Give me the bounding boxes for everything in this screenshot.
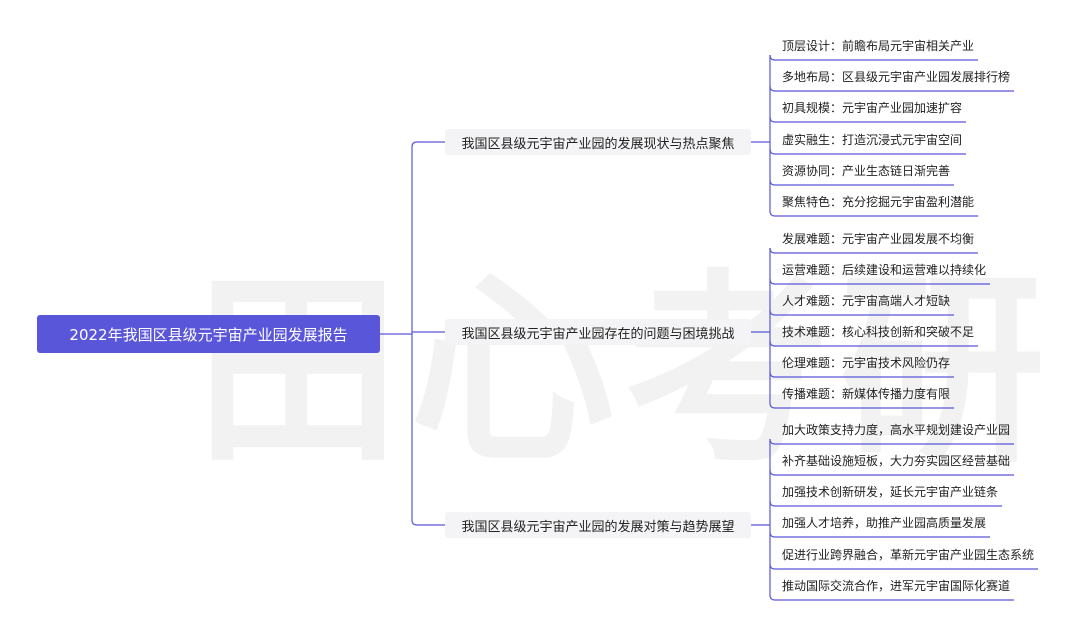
branch-connector [411,141,445,148]
leaf-topic[interactable]: 运营难题：后续建设和运营难以持续化 [782,263,987,277]
leaf-underline [769,531,991,538]
leaf-underline [769,210,979,217]
leaf-underline [769,116,967,123]
leaf-underline [769,402,955,409]
branch-topic-problems[interactable]: 我国区县级元宇宙产业园存在的问题与困境挑战 [445,319,751,345]
leaf-topic[interactable]: 虚实融生：打造沉浸式元宇宙空间 [782,133,963,147]
branch-connector [411,519,445,526]
leaf-underline [769,309,955,316]
root-topic[interactable]: 2022年我国区县级元宇宙产业园发展报告 [37,315,380,353]
leaf-underline [769,594,1015,601]
leaf-topic[interactable]: 技术难题：核心科技创新和突破不足 [782,325,975,339]
leaf-topic[interactable]: 资源协同：产业生态链日渐完善 [782,164,951,178]
leaf-underline [769,148,967,155]
leaf-underline [769,179,955,186]
leaf-topic[interactable]: 加强人才培养，助推产业园高质量发展 [782,516,987,530]
leaf-topic[interactable]: 传播难题：新媒体传播力度有限 [782,387,951,401]
branch-topic-status[interactable]: 我国区县级元宇宙产业园的发展现状与热点聚焦 [445,129,751,155]
branch-topic-strategies[interactable]: 我国区县级元宇宙产业园的发展对策与趋势展望 [445,512,751,538]
leaf-underline [769,371,955,378]
leaf-topic[interactable]: 推动国际交流合作，进军元宇宙国际化赛道 [782,579,1011,593]
leaf-underline [769,278,991,285]
leaf-underline [769,500,1003,507]
leaf-underline [769,247,979,254]
leaf-topic[interactable]: 多地布局：区县级元宇宙产业园发展排行榜 [782,70,1011,84]
leaf-underline [769,85,1015,92]
leaf-topic[interactable]: 伦理难题：元宇宙技术风险仍存 [782,356,951,370]
leaf-topic[interactable]: 促进行业跨界融合，革新元宇宙产业园生态系统 [782,548,1035,562]
leaf-topic[interactable]: 加大政策支持力度，高水平规划建设产业园 [782,423,1011,437]
leaf-underline [769,563,1039,570]
leaf-topic[interactable]: 初具规模：元宇宙产业园加速扩容 [782,101,963,115]
leaf-underline [769,469,1015,476]
leaf-topic[interactable]: 聚焦特色：充分挖掘元宇宙盈利潜能 [782,195,975,209]
leaf-topic[interactable]: 人才难题：元宇宙高端人才短缺 [782,294,951,308]
leaf-underline [769,340,979,347]
leaf-underline [769,438,1015,445]
leaf-underline [769,54,979,61]
leaf-topic[interactable]: 顶层设计：前瞻布局元宇宙相关产业 [782,39,975,53]
leaf-topic[interactable]: 补齐基础设施短板，大力夯实园区经营基础 [782,454,1011,468]
leaf-topic[interactable]: 发展难题：元宇宙产业园发展不均衡 [782,232,975,246]
leaf-topic[interactable]: 加强技术创新研发，延长元宇宙产业链条 [782,485,999,499]
